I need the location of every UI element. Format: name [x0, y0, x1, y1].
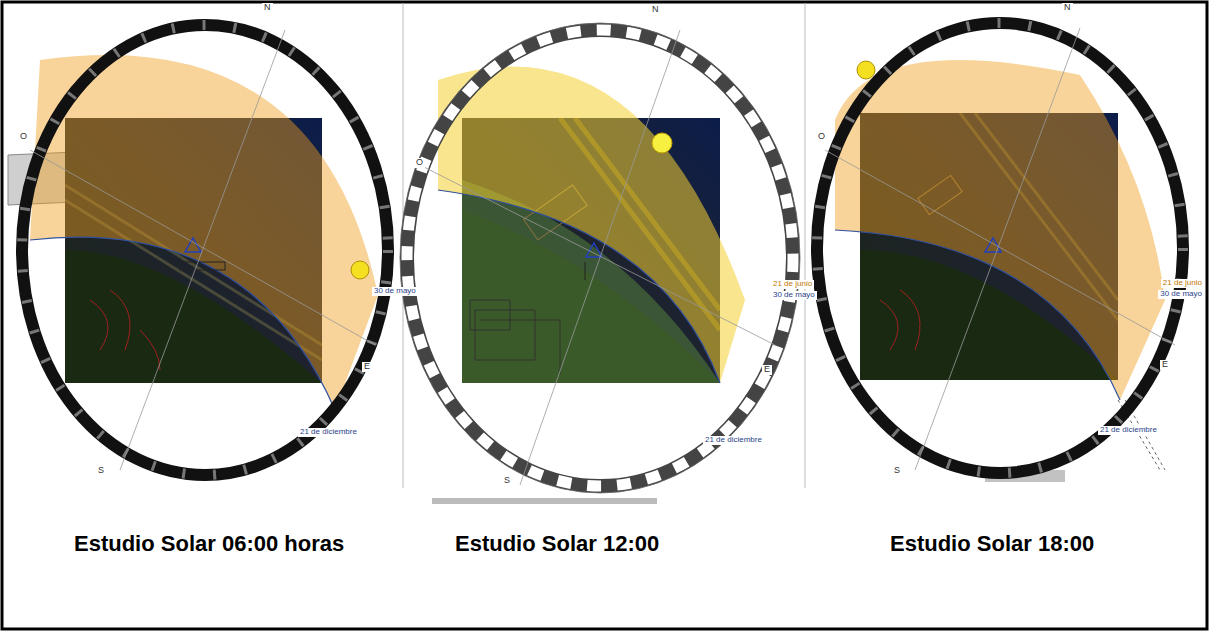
- compass-letter: S: [96, 466, 106, 476]
- study-caption: Estudio Solar 06:00 horas: [74, 532, 344, 556]
- compass-letter: S: [892, 466, 902, 476]
- compass-letter: N: [650, 5, 661, 15]
- date-label: 21 de diciembre: [1098, 426, 1159, 435]
- compass-letter: E: [362, 362, 372, 372]
- date-label: 21 de diciembre: [298, 428, 359, 437]
- compass-letter: N: [262, 3, 273, 13]
- compass-letter: E: [1160, 360, 1170, 370]
- date-label: 21 de diciembre: [703, 436, 764, 445]
- date-label: 30 de mayo: [372, 287, 418, 296]
- compass-letter: O: [414, 158, 425, 168]
- compass-letter: N: [1062, 3, 1073, 13]
- compass-letter: E: [762, 365, 772, 375]
- compass-letter: O: [18, 132, 29, 142]
- date-label: 30 de mayo: [1158, 290, 1204, 299]
- compass-letter: O: [816, 132, 827, 142]
- date-label: 21 de junio: [771, 280, 814, 289]
- study-caption: Estudio Solar 12:00: [455, 532, 659, 556]
- study-caption: Estudio Solar 18:00: [890, 532, 1094, 556]
- date-label: 21 de junio: [1161, 279, 1204, 288]
- compass-letter: S: [502, 476, 512, 486]
- date-label: 30 de mayo: [771, 291, 817, 300]
